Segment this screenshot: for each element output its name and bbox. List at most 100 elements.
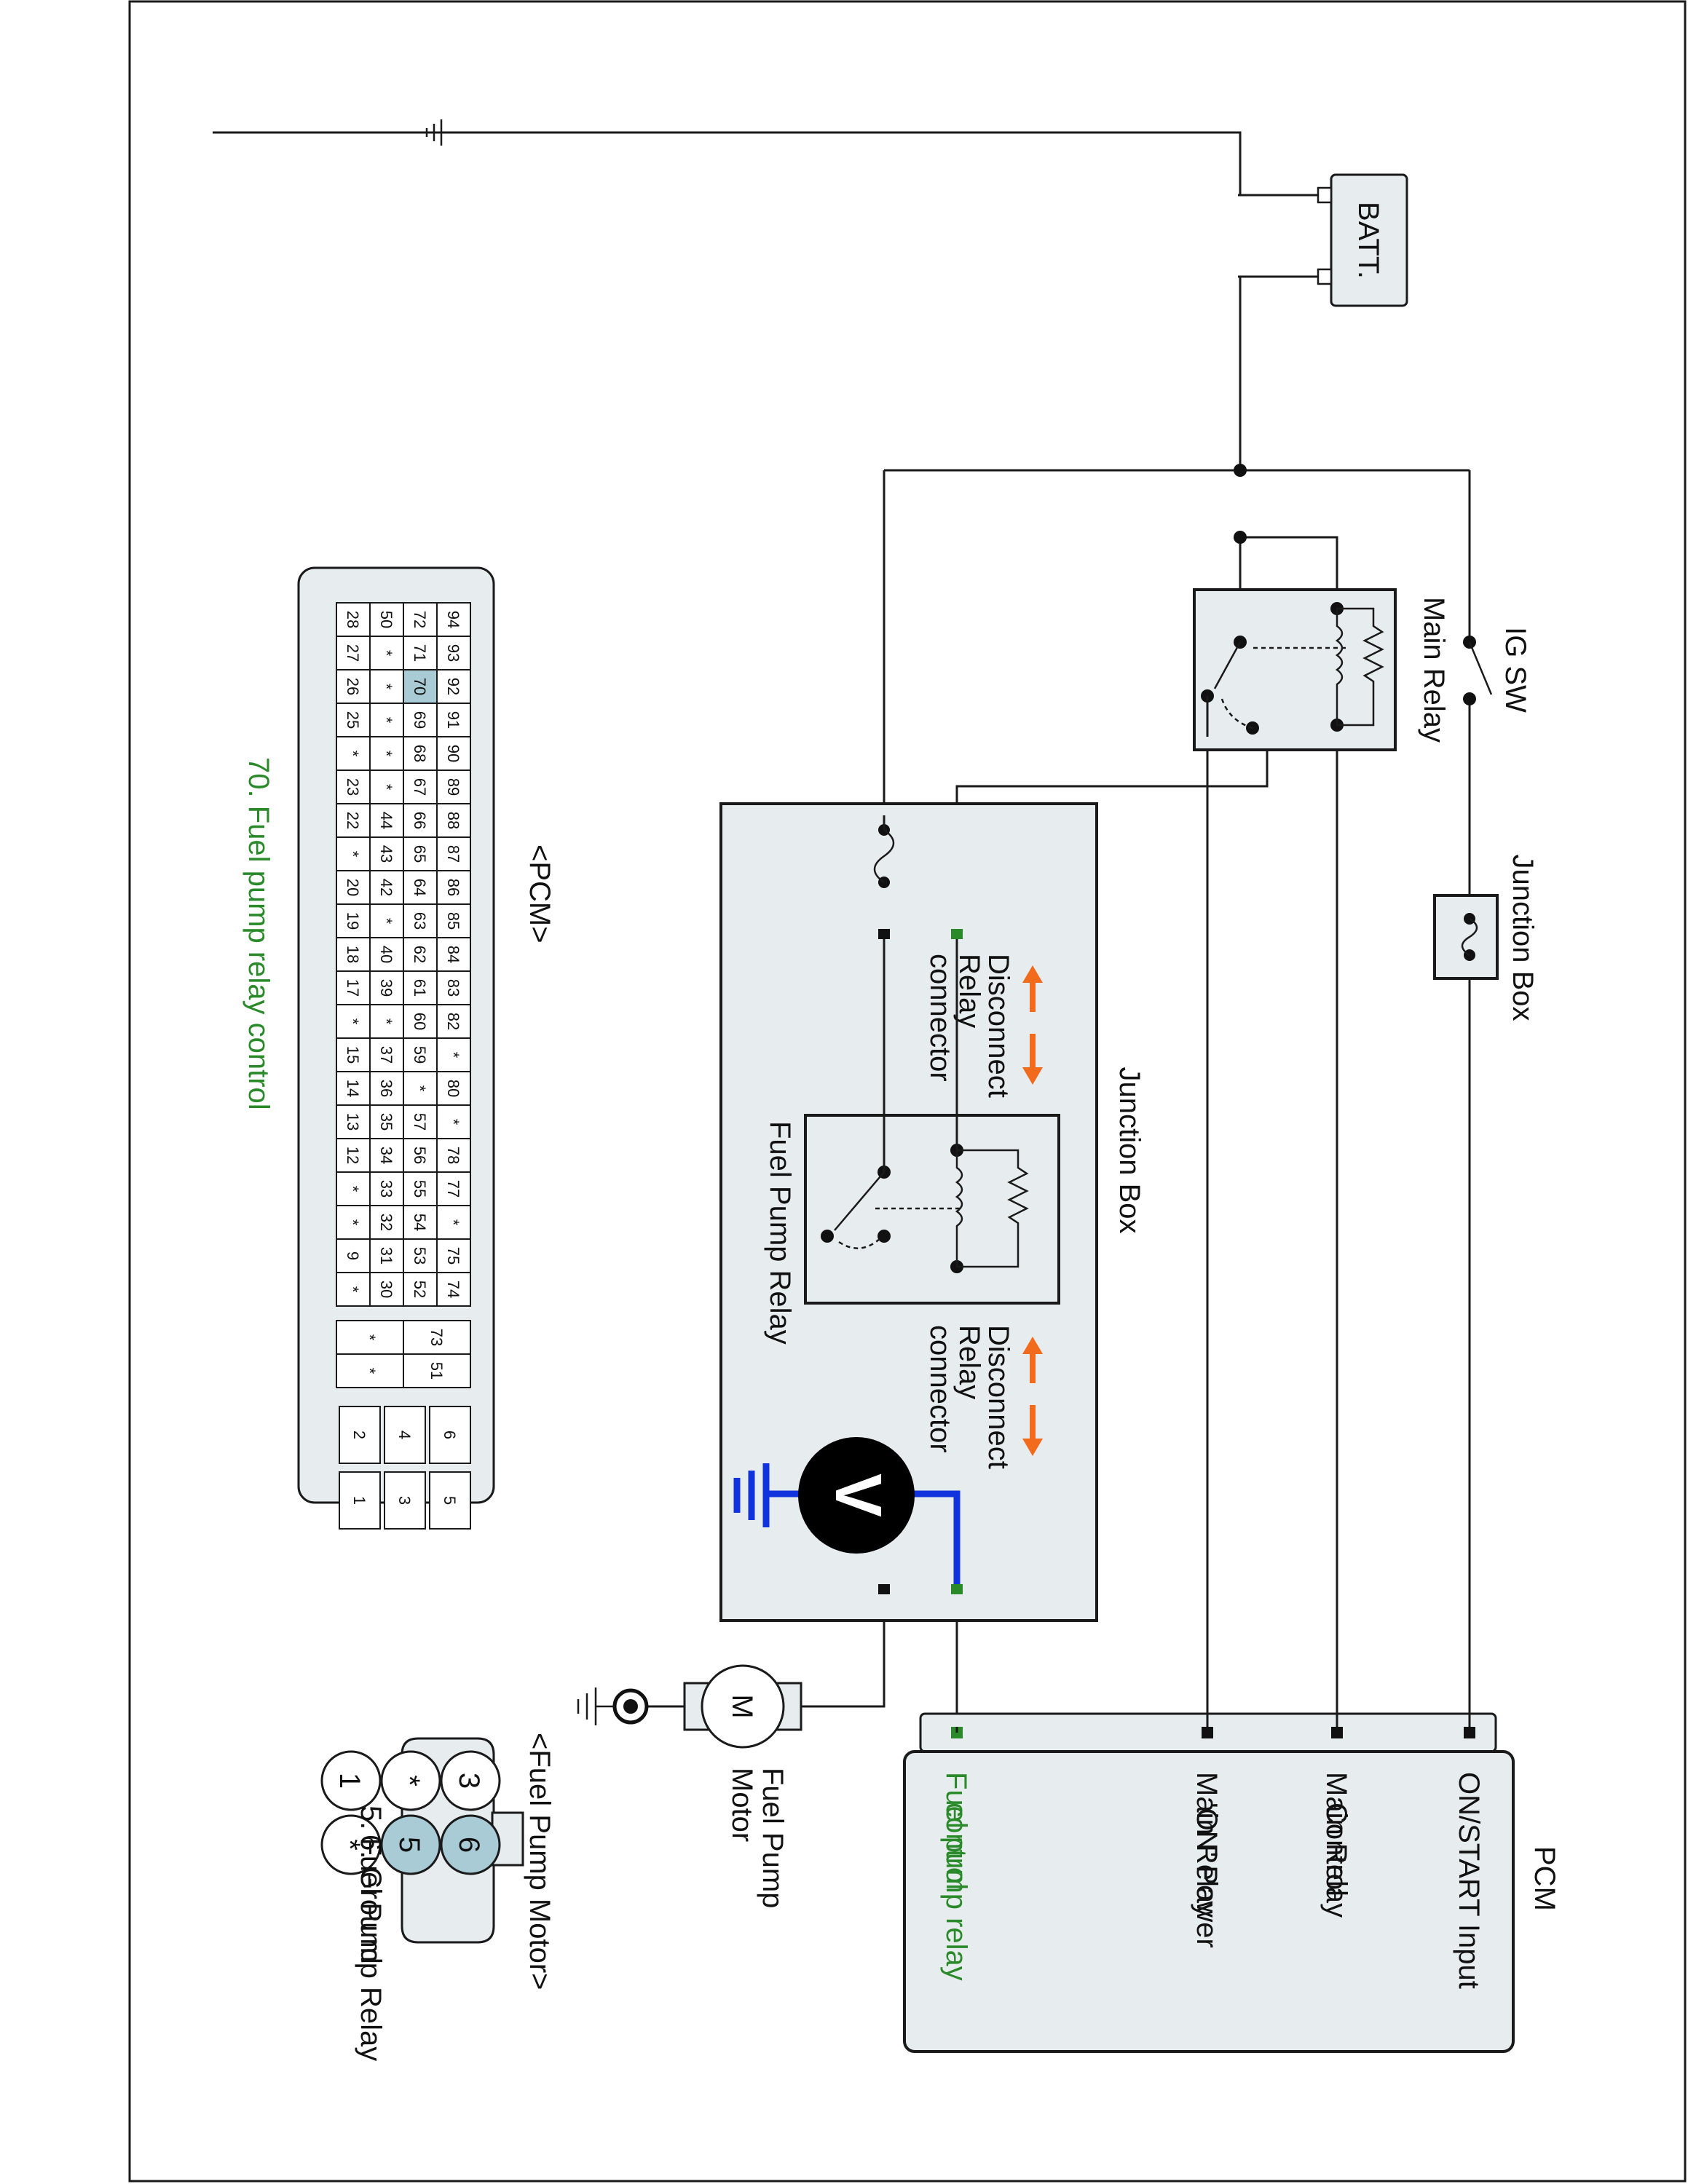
pcm-pin-number: * <box>344 851 362 858</box>
batt-stub <box>1238 275 1242 281</box>
fp-pin <box>320 1814 382 1875</box>
fp-pin <box>380 1814 441 1875</box>
pcm-pin-number: 65 <box>411 845 429 863</box>
pcm-pin-number: 44 <box>377 812 395 829</box>
fpr-blade <box>834 1171 885 1231</box>
voltmeter-symbol: V <box>821 1473 894 1517</box>
pcm-pin-number: 18 <box>344 946 362 963</box>
pcm-pin-number: 13 <box>344 1113 362 1131</box>
pcm-power-number: 2 <box>350 1431 368 1439</box>
motor-icon <box>701 1664 785 1749</box>
motor-ground-lug-center <box>623 1699 638 1714</box>
junction-box-small <box>1433 894 1499 980</box>
pcm-pin-number: 59 <box>411 1046 429 1064</box>
battery-label: BATT. <box>1352 202 1384 279</box>
battery-ground-wire <box>213 131 1242 197</box>
pcm-pin-number: 77 <box>444 1180 462 1198</box>
connector-pin-green <box>951 929 963 939</box>
pcm-pin-number: * <box>344 1219 362 1226</box>
igsw-blade <box>1468 641 1493 695</box>
fpr-coil <box>955 1150 963 1267</box>
pcm-pin-number: * <box>444 1119 462 1125</box>
pcm-pin-number: 20 <box>344 879 362 896</box>
pcm-pin-number: 75 <box>444 1247 462 1265</box>
pcm-pin-number: 50 <box>377 611 395 628</box>
pcm-pin-number: 68 <box>411 745 429 762</box>
pcm-pin-number: 67 <box>411 778 429 796</box>
battery-pos-terminal <box>1317 268 1333 285</box>
fp-pin-label: * <box>393 1775 425 1787</box>
pcm-pin-number: 19 <box>344 912 362 930</box>
pcm-pin-number: 14 <box>344 1080 362 1097</box>
voltmeter: V <box>733 1437 961 1584</box>
pcm-pin-number: 93 <box>444 644 462 662</box>
pcm-pin-number: 63 <box>411 912 429 930</box>
junction-box-large-label: Junction Box <box>1113 1067 1145 1233</box>
pcm-power-cell <box>339 1406 381 1464</box>
pcm-pin-number: 55 <box>411 1180 429 1198</box>
fp-legend-2: 6. Ground <box>355 1835 387 1964</box>
fp-pin-label: * <box>334 1839 366 1851</box>
pcm-pin-number: 91 <box>444 711 462 729</box>
pcm-connector: <PCM> 94939291908988878685848382*80*7877… <box>242 566 556 1530</box>
motor-name-line-1: Fuel Pump <box>757 1768 789 1908</box>
pcm-pin-number: 71 <box>411 644 429 662</box>
pcm-pin-number: 22 <box>344 812 362 829</box>
pcm-pin-number: 35 <box>377 1113 395 1131</box>
main-relay-coil-feed <box>1240 536 1338 609</box>
pcm-pin <box>1202 1727 1213 1738</box>
pcm-title: PCM <box>1529 1846 1561 1911</box>
fpr-switch-nc <box>877 1230 891 1243</box>
pcm-pin-number: 54 <box>411 1214 429 1231</box>
ground-icon <box>417 119 443 146</box>
splice-dot <box>1234 531 1247 544</box>
rotated-content: BATT. IG SW <box>213 119 1561 2061</box>
main-relay-blade <box>1213 641 1242 689</box>
pcm-pin-number: 15 <box>344 1046 362 1064</box>
main-relay-label: Main Relay <box>1418 597 1450 743</box>
pcm-pin-number: 73 <box>427 1329 446 1346</box>
ground-icon <box>577 1688 615 1725</box>
pcm-pin-number: 84 <box>444 946 462 963</box>
pcm-pin-number: 37 <box>377 1046 395 1064</box>
fuel-pump-relay: Fuel Pump Relay <box>764 939 1060 1345</box>
pcm-pin-number: * <box>344 1186 362 1192</box>
pcm-pin-number: 40 <box>377 946 395 963</box>
pcm-pin-number: * <box>377 918 395 925</box>
pcm-pin-number: 80 <box>444 1080 462 1097</box>
disconnect-1-line-2: Relay <box>953 954 985 1028</box>
pcm-pin-number: 52 <box>411 1281 429 1298</box>
pcm-connector-legend: 70. Fuel pump relay control <box>242 757 275 1110</box>
pcm-power-cell <box>429 1406 471 1464</box>
pcm-pin-number: * <box>344 751 362 757</box>
pcm-pin-number: 66 <box>411 812 429 829</box>
fpr-switch-out <box>821 1230 834 1243</box>
pcm-pin-number: 60 <box>411 1013 429 1030</box>
motor-name-line-2: Motor <box>726 1768 758 1842</box>
pcm-power-cell <box>339 1471 381 1530</box>
page-frame <box>128 0 1687 2183</box>
disconnect-2-line-1: Disconnect <box>982 1325 1014 1469</box>
fp-pin-label: 1 <box>334 1773 366 1789</box>
pcm-pin-label: control <box>940 1803 972 1890</box>
pcm-pin-number: * <box>377 1018 395 1025</box>
fp-pin-label: 6 <box>453 1837 485 1853</box>
pcm-pin-number: 33 <box>377 1180 395 1198</box>
splice-dot <box>1234 464 1247 477</box>
pcm-power-number: 5 <box>441 1496 459 1505</box>
fp-legend-1: 5. Fuel Pump Relay <box>355 1805 387 2061</box>
pcm-pin-number: * <box>411 1085 429 1092</box>
pcm-pin-number: 94 <box>444 611 462 628</box>
pcm-pin-number: 43 <box>377 845 395 863</box>
pcm-power-cell <box>384 1471 426 1530</box>
motor-symbol: M <box>726 1694 758 1718</box>
pcm-pin <box>1331 1727 1343 1738</box>
fpr-arc <box>838 1237 882 1249</box>
pcm-pin-number: 51 <box>427 1362 446 1380</box>
pcm-pin-label: 'ON' Power <box>1191 1803 1223 1948</box>
main-relay-arc <box>1220 698 1253 729</box>
battery: BATT. <box>417 119 1408 307</box>
pcm-pin-number: 87 <box>444 845 462 863</box>
pcm-pin-number: 32 <box>377 1214 395 1231</box>
